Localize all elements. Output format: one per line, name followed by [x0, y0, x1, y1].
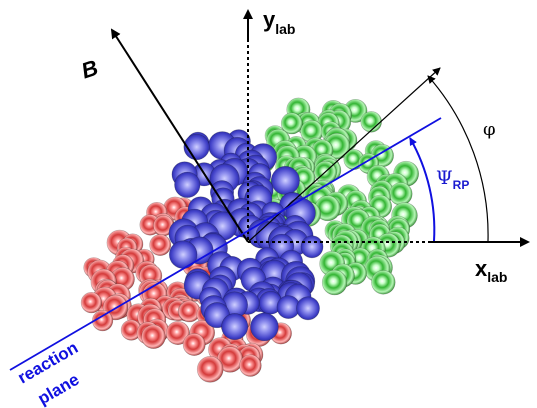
nucleon-green	[371, 270, 396, 295]
psi-rp-subscript: RP	[453, 178, 470, 192]
nucleon-blue	[270, 166, 300, 196]
nucleon-red	[141, 324, 166, 349]
nucleon-blue	[221, 313, 249, 341]
nucleon-blue	[300, 235, 324, 259]
nucleon-green	[321, 269, 348, 296]
nucleon-blue	[169, 240, 198, 269]
nucleon-red	[91, 310, 114, 332]
phi-angle-arc	[427, 75, 489, 242]
nucleon-red	[196, 355, 224, 383]
nucleon-red	[149, 234, 172, 256]
nucleon-blue	[174, 171, 201, 198]
nucleon-blue	[250, 312, 279, 342]
x-lab-label: xlab	[475, 256, 507, 285]
x-lab-subscript: lab	[487, 269, 507, 285]
y-lab-label: ylab	[263, 7, 295, 37]
nucleon-green	[360, 111, 382, 133]
b-field-arrow	[110, 28, 249, 243]
nucleon-green	[280, 112, 303, 135]
nucleon-red	[80, 292, 102, 314]
nucleon-red	[182, 333, 206, 356]
y-lab-subscript: lab	[275, 21, 295, 37]
phi-label: φ	[483, 119, 496, 140]
nucleon-red	[165, 320, 190, 345]
nucleon-blue	[296, 296, 320, 321]
psi-angle-arc	[409, 137, 436, 242]
reaction-plane-line	[9, 117, 442, 371]
b-field-label: B	[78, 55, 101, 84]
nucleon-green	[389, 182, 413, 206]
nucleon-red	[239, 354, 262, 377]
psi-rp-label: ΨRP	[436, 167, 469, 192]
